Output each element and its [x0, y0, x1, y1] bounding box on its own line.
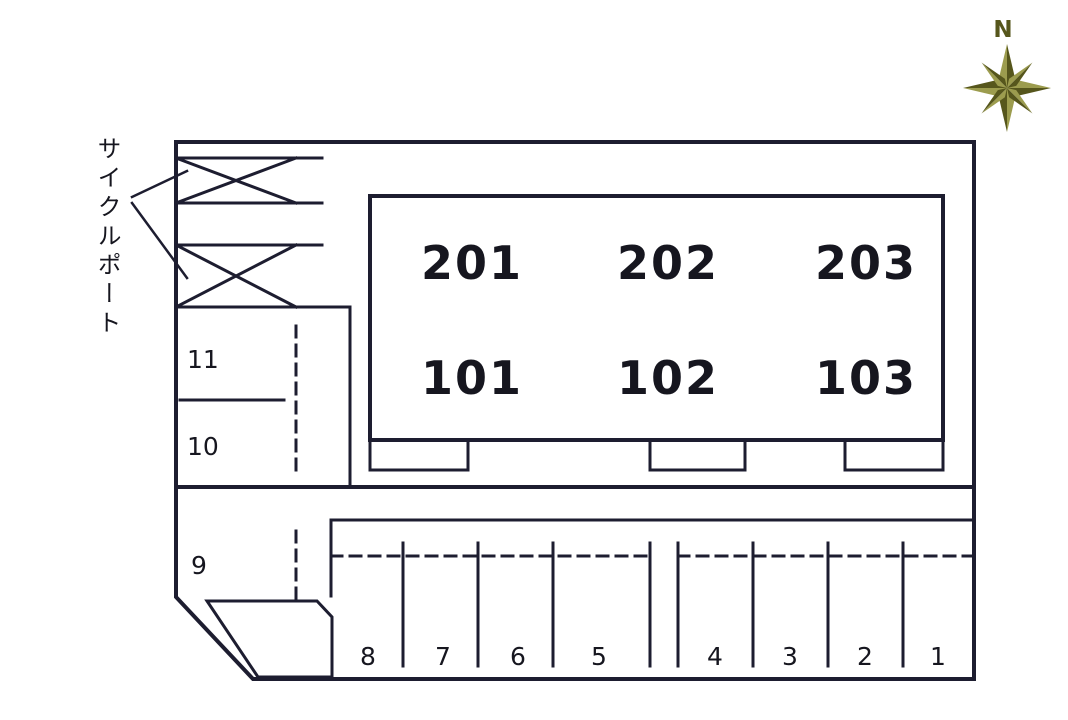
compass-point-ne: [1007, 62, 1033, 88]
room-label-101: 101: [421, 351, 523, 405]
stall-label-5: 5: [591, 642, 607, 671]
cycle-port-cross-1: [174, 156, 298, 205]
room-label-103: 103: [815, 351, 917, 405]
cycle-port-label: サイクルポート: [93, 136, 121, 339]
building-entrance-tabs: [368, 438, 945, 472]
compass-point-half: [981, 62, 1007, 88]
cycle-port-leader-lines: [130, 169, 189, 280]
stall-label-7: 7: [435, 642, 451, 671]
compass-rose: [963, 44, 1051, 132]
stall-label-8: 8: [360, 642, 376, 671]
parking-dividers-right: [676, 541, 905, 668]
stall-label-11: 11: [187, 345, 219, 374]
room-label-102: 102: [617, 351, 719, 405]
stall-label-4: 4: [707, 642, 723, 671]
compass-point-nw: [981, 62, 1007, 88]
road-edge-lower: [329, 518, 976, 598]
stall-label-3: 3: [782, 642, 798, 671]
compass-point-sw: [981, 88, 1007, 114]
room-label-203: 203: [815, 236, 917, 290]
room-label-201: 201: [421, 236, 523, 290]
compass-n-label: N: [993, 17, 1012, 43]
compass-point-half: [981, 88, 1007, 114]
compass-point-half: [981, 88, 1007, 114]
stall-label-1: 1: [930, 642, 946, 671]
room-label-202: 202: [617, 236, 719, 290]
compass-point-se: [1007, 88, 1033, 114]
corner-structure: [204, 599, 334, 679]
cycle-port-frame: [174, 156, 352, 309]
stall-label-10: 10: [187, 432, 219, 461]
parking-dividers-left: [401, 541, 652, 668]
stall-label-9: 9: [191, 551, 207, 580]
boundary-wall: [174, 140, 976, 681]
stall-label-2: 2: [857, 642, 873, 671]
cycle-port-cross-2: [173, 242, 299, 310]
stall-label-6: 6: [510, 642, 526, 671]
